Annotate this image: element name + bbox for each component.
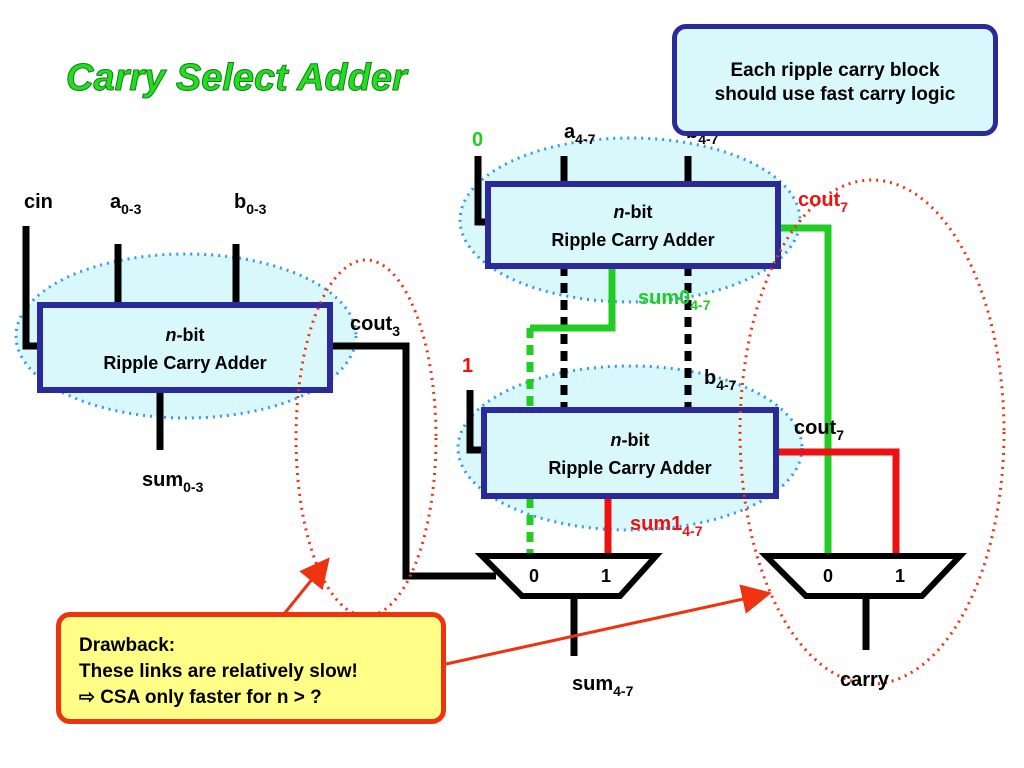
ellipse-slow-link-right <box>738 178 1006 686</box>
label-sum0: sum04-7 <box>638 287 711 313</box>
label-sum03: sum0-3 <box>142 469 204 495</box>
wire-cin-one <box>466 390 484 454</box>
label-carry-in-one: 1 <box>462 355 473 377</box>
label-cout7-bottom: cout7 <box>794 417 844 443</box>
label-b47-bottom: b4-7 <box>704 367 737 393</box>
label-cin: cin <box>24 191 53 213</box>
adder-top-line1: n-bit <box>614 202 653 222</box>
arrow-to-left-link <box>282 557 330 615</box>
arrow-to-right-link <box>445 584 772 666</box>
note-line2: should use fast carry logic <box>714 84 956 105</box>
label-carry: carry <box>840 669 890 691</box>
note-callout: Each ripple carry block should use fast … <box>672 24 998 136</box>
slide-title: Carry Select Adder <box>66 57 409 99</box>
wire-cout7-bottom <box>776 448 900 556</box>
adder-bottom-line1: n-bit <box>611 430 650 450</box>
mux-sum-in0: 0 <box>529 566 539 586</box>
adder-block-bottom <box>481 407 779 499</box>
label-a03: a0-3 <box>110 191 142 217</box>
drawback-callout: Drawback: These links are relatively slo… <box>56 612 446 724</box>
label-b03: b0-3 <box>234 191 267 217</box>
adder-block-left <box>37 302 333 393</box>
adder-left-line2: Ripple Carry Adder <box>103 353 266 373</box>
wire-sum0 <box>530 266 616 332</box>
mux-sum <box>474 553 663 599</box>
label-a47: a4-7 <box>564 121 596 147</box>
adder-left-line1: n-bit <box>166 325 205 345</box>
drawback-line1: Drawback: <box>79 635 176 656</box>
mux-carry-in1: 1 <box>895 566 905 586</box>
label-cout7-top: cout7 <box>798 189 848 215</box>
adder-bottom-line2: Ripple Carry Adder <box>548 458 711 478</box>
label-sum47: sum4-7 <box>572 673 634 699</box>
mux-carry-in0: 0 <box>823 566 833 586</box>
label-sum1: sum14-7 <box>630 513 703 539</box>
wire-cout7-top <box>778 224 832 556</box>
wire-cout3 <box>330 342 496 580</box>
mux-carry <box>758 553 967 599</box>
drawback-line3: ⇨ CSA only faster for n > ? <box>79 687 322 708</box>
wire-cin <box>22 226 40 350</box>
mux-sum-in1: 1 <box>601 566 611 586</box>
adder-block-top <box>485 181 781 269</box>
drawback-line2: These links are relatively slow! <box>79 661 358 682</box>
adder-top-line2: Ripple Carry Adder <box>551 230 714 250</box>
label-carry-in-zero: 0 <box>472 129 483 151</box>
note-line1: Each ripple carry block <box>730 60 940 81</box>
wire-cin-zero <box>474 156 488 226</box>
label-cout3: cout3 <box>350 313 400 339</box>
